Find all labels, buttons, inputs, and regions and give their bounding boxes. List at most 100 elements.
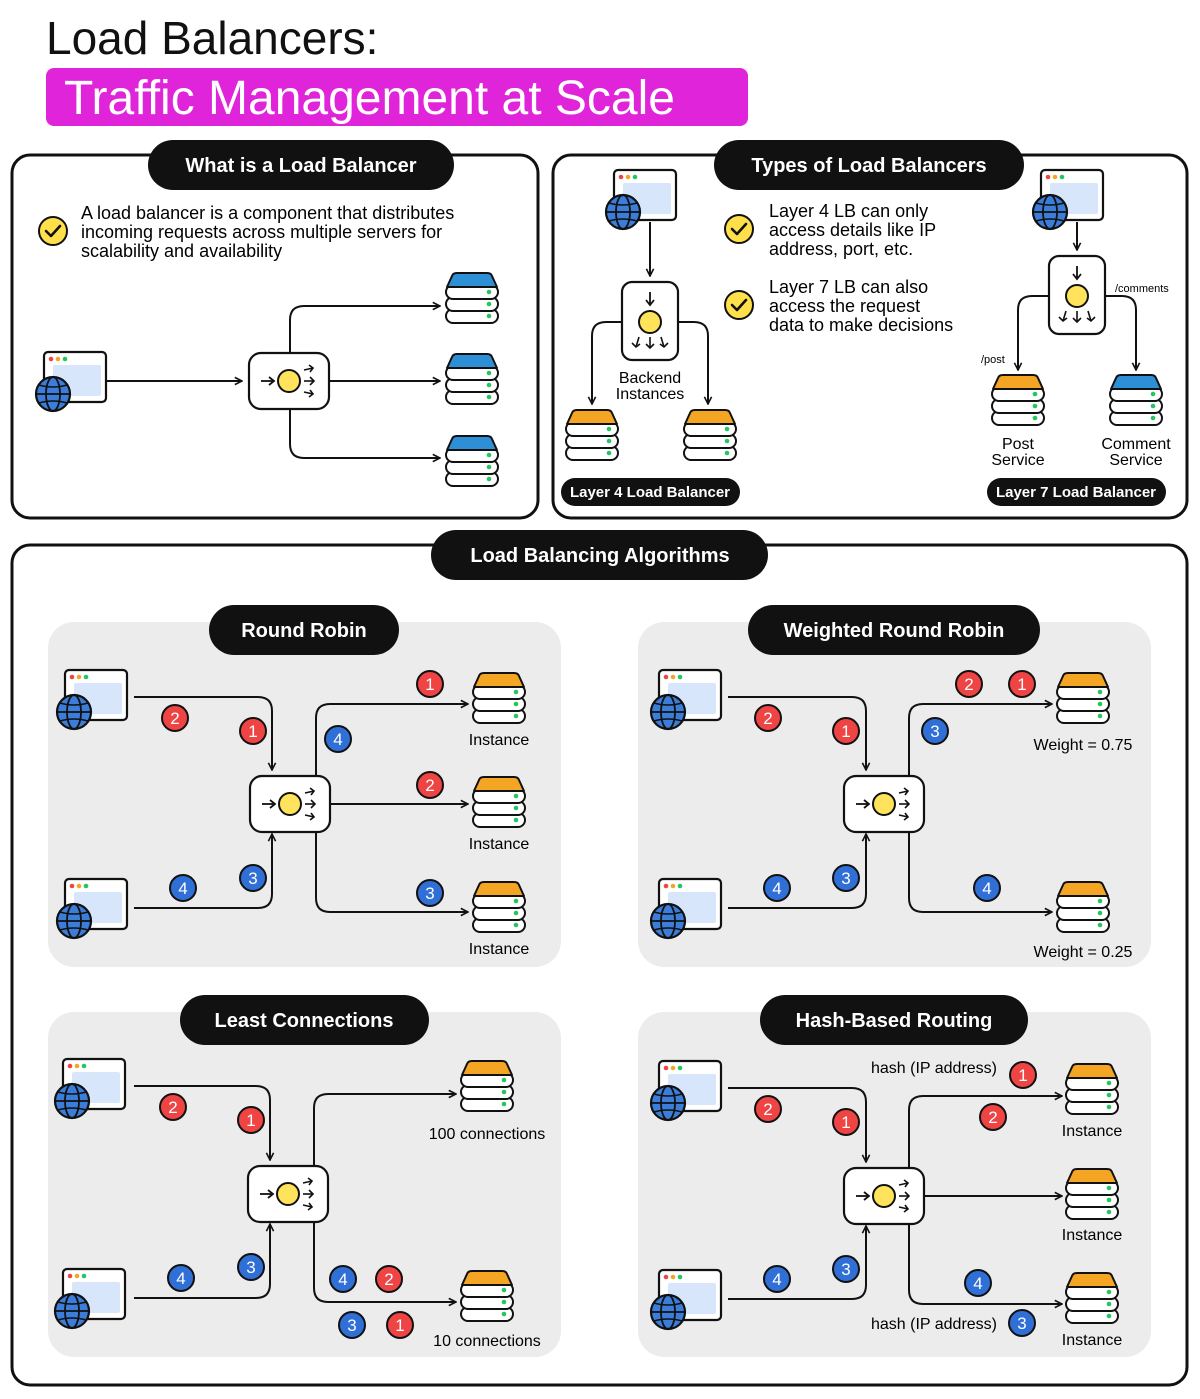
hash-instance-label-1: Instance [1062,1123,1123,1140]
weight-top-label: Weight = 0.75 [1034,737,1133,754]
title-highlight [46,68,748,126]
server-stack-icon [565,409,619,461]
request-order-badge: 4 [329,1265,357,1293]
load-balancer-icon [842,1166,926,1226]
request-order-badge: 2 [416,771,444,799]
server-stack-icon [460,1270,514,1322]
badge-number: 4 [772,879,781,898]
request-order-badge: 3 [832,864,860,892]
least-connections-card: Least Connections [48,995,561,1357]
hash-top-label: hash (IP address) [871,1060,997,1077]
request-order-badge: 1 [386,1311,414,1339]
layer7-caption: Layer 7 Load Balancer [996,484,1156,501]
hash-bottom-label: hash (IP address) [871,1316,997,1333]
check-icon [724,214,754,244]
client-browser-icon [1031,168,1105,231]
server-stack-icon [991,374,1045,426]
server-stack-icon [445,272,499,324]
algorithms-heading: Load Balancing Algorithms [470,545,729,567]
request-order-badge: 3 [239,864,267,892]
backend-label-2: Instances [616,386,684,403]
request-order-badge: 2 [979,1103,1007,1131]
request-order-badge: 3 [237,1253,265,1281]
badge-number: 4 [176,1269,185,1288]
round-robin-heading: Round Robin [241,620,367,642]
badge-number: 1 [248,722,257,741]
badge-number: 1 [1017,675,1026,694]
what-is-text-1: A load balancer is a component that dist… [81,203,454,223]
badge-number: 4 [338,1270,347,1289]
badge-number: 4 [973,1274,982,1293]
request-order-badge: 3 [1008,1309,1036,1337]
type-point-1-line-2: access details like IP [769,220,936,240]
badge-number: 4 [178,879,187,898]
load-balancer-icon [620,280,680,362]
client-browser-icon [649,877,723,940]
badge-number: 1 [841,722,850,741]
badge-number: 2 [170,709,179,728]
comment-service-label-2: Service [1109,452,1162,469]
badge-number: 4 [982,879,991,898]
request-order-badge: 1 [1009,1061,1037,1089]
badge-number: 3 [841,1260,850,1279]
badge-number: 4 [772,1270,781,1289]
request-order-badge: 2 [754,1095,782,1123]
request-order-badge: 4 [167,1264,195,1292]
rr-instance-label-2: Instance [469,836,530,853]
badge-number: 3 [930,722,939,741]
server-stack-icon [472,881,526,933]
load-balancer-icon [246,1164,330,1224]
request-order-badge: 4 [169,874,197,902]
badge-number: 2 [964,675,973,694]
load-balancer-icon [248,774,332,834]
request-order-badge: 3 [416,879,444,907]
badge-number: 3 [425,884,434,903]
badge-number: 2 [168,1098,177,1117]
server-stack-icon [1056,672,1110,724]
client-browser-icon [604,168,678,231]
client-browser-icon [649,1268,723,1331]
hash-routing-card: Hash-Based Routing [638,995,1151,1357]
badge-number: 1 [425,675,434,694]
request-order-badge: 2 [955,670,983,698]
server-stack-icon [1109,374,1163,426]
request-order-badge: 4 [763,1265,791,1293]
types-panel: Types of Load Balancers Backend Instance… [551,140,1189,520]
what-is-panel: What is a Load Balancer A load balancer … [10,140,540,520]
type-point-1-line-3: address, port, etc. [769,239,913,259]
badge-number: 2 [988,1108,997,1127]
layer4-diagram: Backend Instances Layer 4 Load Balancer [561,168,740,506]
request-order-badge: 1 [416,670,444,698]
post-service-label-2: Service [991,452,1044,469]
backend-label-1: Backend [619,370,681,387]
client-browser-icon [55,668,129,731]
badge-number: 1 [246,1111,255,1130]
types-heading: Types of Load Balancers [751,155,986,177]
server-stack-icon [1065,1063,1119,1115]
request-order-badge: 1 [239,717,267,745]
load-balancer-icon [842,774,926,834]
badge-number: 3 [246,1258,255,1277]
weight-bottom-label: Weight = 0.25 [1034,944,1133,961]
request-order-badge: 3 [832,1255,860,1283]
request-order-badge: 1 [832,717,860,745]
type-point-2-line-2: access the request [769,296,920,316]
server-stack-icon [1056,881,1110,933]
what-is-arrows [106,306,440,458]
request-order-badge: 4 [973,874,1001,902]
badge-number: 3 [347,1316,356,1335]
layer4-caption: Layer 4 Load Balancer [570,484,730,501]
what-is-text-2: incoming requests across multiple server… [81,222,442,242]
path-comments-label: /comments [1115,283,1169,295]
hash-heading: Hash-Based Routing [796,1010,993,1032]
badge-number: 1 [841,1113,850,1132]
request-order-badge: 4 [763,874,791,902]
rr-instance-label-3: Instance [469,941,530,958]
badge-number: 1 [395,1316,404,1335]
weighted-round-robin-card: Weighted Round Robin [638,605,1151,967]
badge-number: 1 [1018,1066,1027,1085]
check-icon [724,290,754,320]
request-order-badge: 4 [324,725,352,753]
check-icon [38,216,68,246]
